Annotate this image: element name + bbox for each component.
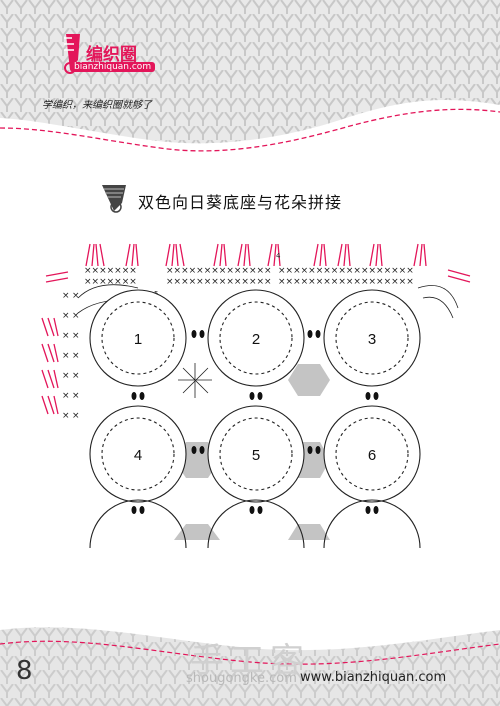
left-side-stitches xyxy=(41,317,59,415)
top-chain-stitches xyxy=(45,243,471,283)
motif-label-3: 3 xyxy=(368,331,376,348)
sunflower-motifs xyxy=(89,289,421,548)
motif-label-4: 4 xyxy=(134,447,142,464)
svg-text:×: × xyxy=(62,371,70,381)
motif-label-5: 5 xyxy=(252,447,260,464)
motif-label-6: 6 xyxy=(368,447,376,464)
motif-circle-6 xyxy=(323,405,421,503)
watermark-url: shougongke.com xyxy=(186,671,297,686)
svg-text:×: × xyxy=(72,311,80,321)
svg-text:××××××××××××××××××: ×××××××××××××××××× xyxy=(278,277,414,287)
svg-text:×: × xyxy=(62,391,70,401)
svg-text:×××××××: ××××××× xyxy=(84,266,137,276)
watermark-text: 手工客 xyxy=(190,641,310,681)
footer-knit-background xyxy=(0,627,500,706)
svg-text:×: × xyxy=(72,331,80,341)
yarn-skein-icon xyxy=(102,185,126,213)
svg-text:×: × xyxy=(72,391,80,401)
motif-circle-5 xyxy=(207,405,305,503)
svg-text:××××××××××××××: ×××××××××××××× xyxy=(166,266,272,276)
site-url-link[interactable]: www.bianzhiquan.com xyxy=(300,670,447,685)
svg-text:××××××××××××××××××: ×××××××××××××××××× xyxy=(278,266,414,276)
svg-text:×××××××: ××××××× xyxy=(84,277,137,287)
single-crochet-rows: ××××××× ×××××××××××××× ×××××××××××××××××… xyxy=(62,266,414,421)
page-number: 8 xyxy=(16,656,33,686)
svg-text:××××××××××××××: ×××××××××××××× xyxy=(166,277,272,287)
motif-label-2: 2 xyxy=(252,331,260,348)
motif-label-1: 1 xyxy=(134,331,142,348)
svg-text:×: × xyxy=(72,411,80,421)
svg-text:×: × xyxy=(62,291,70,301)
row-marker-4: 4 xyxy=(276,252,281,260)
svg-text:×: × xyxy=(72,371,80,381)
motif-circle-2 xyxy=(207,289,305,387)
brand-name: 编织圈 xyxy=(86,45,137,65)
joining-stitch-marks xyxy=(131,330,379,514)
motif-circle-4 xyxy=(89,405,187,503)
brand-url[interactable]: bianzhiquan.com xyxy=(70,62,156,72)
motif-circle-3 xyxy=(323,289,421,387)
svg-text:×: × xyxy=(62,351,70,361)
page-title: 双色向日葵底座与花朵拼接 xyxy=(138,193,343,212)
svg-text:×: × xyxy=(62,311,70,321)
crochet-diagram: ××××××× ×××××××××××××× ×××××××××××××××××… xyxy=(41,243,471,548)
svg-text:×: × xyxy=(72,351,80,361)
brand-slogan: 学编织，来编织圈就够了 xyxy=(42,100,152,111)
svg-text:×: × xyxy=(72,291,80,301)
svg-text:×: × xyxy=(62,331,70,341)
motif-circle-1 xyxy=(89,289,187,387)
svg-text:×: × xyxy=(62,411,70,421)
